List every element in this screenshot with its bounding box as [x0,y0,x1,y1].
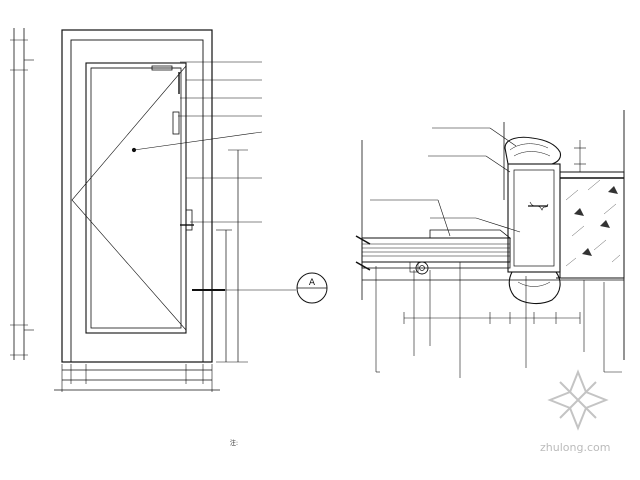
door-elevation [10,28,248,392]
section-detail [355,110,625,360]
callout-letter: A [309,278,316,288]
door-leaders [133,61,296,291]
section-leaders [370,127,622,378]
concrete-hatch [565,179,621,267]
watermark-logo-icon [547,369,609,431]
notes-title: 注: [230,440,239,447]
watermark-text: zhulong.com [540,441,611,454]
section-callout [296,272,328,304]
